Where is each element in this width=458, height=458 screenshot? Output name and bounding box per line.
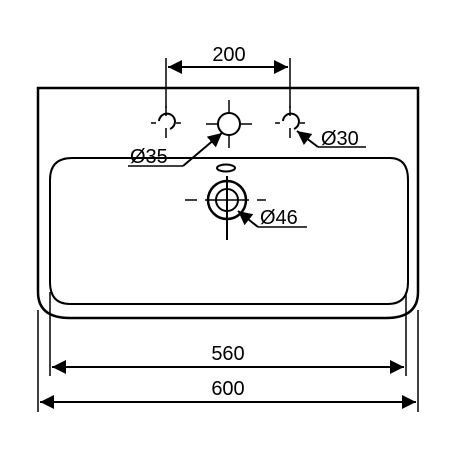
dimension-d30: Ø30 xyxy=(296,128,366,150)
right-tap-hole-marker xyxy=(275,106,305,138)
central-tap-hole xyxy=(206,100,252,148)
dimension-d35: Ø35 xyxy=(128,132,223,168)
dimension-200-label: 200 xyxy=(212,44,245,66)
left-tap-hole-marker xyxy=(151,106,181,138)
dimension-d46: Ø46 xyxy=(237,207,307,229)
dimension-d46-label: Ø46 xyxy=(260,207,298,229)
basin-outline xyxy=(36,86,420,320)
dimension-600-label: 600 xyxy=(211,378,244,400)
dimension-560-label: 560 xyxy=(211,343,244,365)
overflow-slot xyxy=(216,163,236,173)
bowl-outline xyxy=(49,157,409,305)
dimension-200: 200 xyxy=(165,44,291,108)
dimension-d35-label: Ø35 xyxy=(130,146,168,168)
dimension-d30-label: Ø30 xyxy=(321,128,359,150)
dimension-600: 600 xyxy=(37,310,419,412)
dimension-560: 560 xyxy=(49,292,407,376)
drain xyxy=(185,176,266,240)
